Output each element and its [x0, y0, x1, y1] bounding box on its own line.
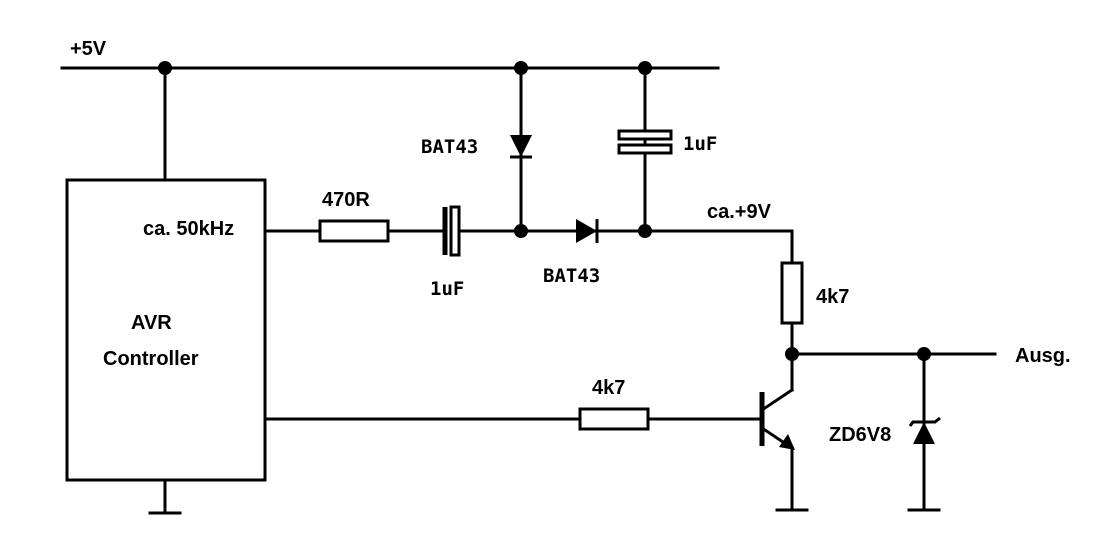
emitter-ground: [775, 446, 809, 512]
diode-bat43-series-label: BAT43: [543, 265, 600, 287]
output-label: Ausg.: [1015, 345, 1071, 367]
diode-bat43-series: [576, 219, 599, 243]
resistor-base-label: 4k7: [592, 377, 625, 399]
frequency-label: ca. 50kHz: [143, 218, 234, 240]
diode-bat43-top-label: BAT43: [421, 136, 478, 158]
coupling-capacitor: [442, 205, 461, 257]
coupling-capacitor-label: 1uF: [430, 278, 464, 300]
supply-rail: [60, 61, 720, 75]
npn-transistor: [759, 387, 795, 451]
resistor-470r: [318, 219, 390, 243]
resistor-base-4k7: [578, 407, 650, 431]
controller-label-2: Controller: [103, 348, 199, 370]
supply-label: +5V: [70, 38, 107, 60]
zener-label: ZD6V8: [829, 424, 891, 446]
controller-ground: [148, 478, 182, 515]
diode-bat43-top: [510, 135, 532, 159]
capacitor-top-label: 1uF: [683, 133, 717, 155]
resistor-collector-4k7: [780, 261, 804, 325]
boost-voltage-label: ca.+9V: [707, 201, 772, 223]
zener-diode: [908, 416, 941, 444]
resistor-470r-label: 470R: [322, 189, 370, 211]
resistor-collector-label: 4k7: [816, 286, 849, 308]
capacitor-top: [617, 129, 673, 155]
controller-label-1: AVR: [131, 312, 172, 334]
